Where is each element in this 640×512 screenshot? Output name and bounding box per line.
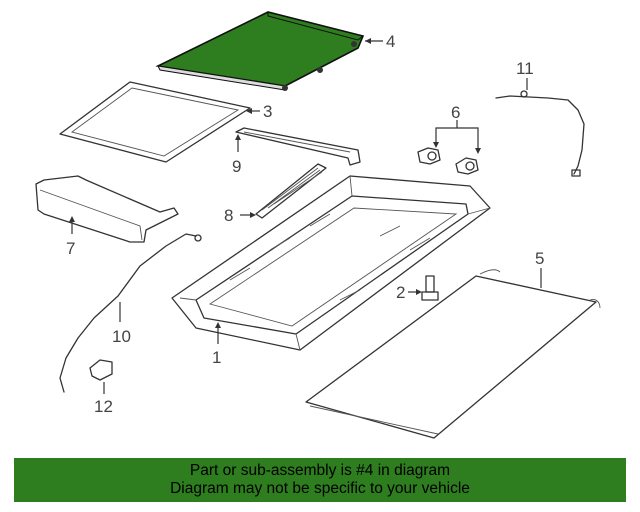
callout-7: 7 — [66, 239, 75, 258]
callout-11: 11 — [516, 59, 534, 78]
banner-line-2: Diagram may not be specific to your vehi… — [170, 480, 470, 497]
callout-4: 4 — [386, 32, 395, 51]
part-10-drain-tube[interactable] — [59, 233, 202, 393]
part-11-wiring-harness[interactable] — [495, 90, 585, 177]
callout-9: 9 — [232, 157, 241, 176]
part-1-sunroof-frame[interactable] — [171, 175, 491, 351]
callout-12: 12 — [94, 397, 113, 416]
part-3-panel-frame[interactable] — [59, 81, 251, 163]
callout-10: 10 — [112, 327, 131, 346]
callout-5: 5 — [535, 249, 544, 268]
callout-8: 8 — [224, 206, 233, 225]
part-6-drain-fittings[interactable] — [417, 147, 479, 175]
part-8-drain-trough[interactable] — [255, 163, 327, 219]
callout-6: 6 — [451, 103, 460, 122]
part-9-wind-deflector[interactable] — [235, 127, 361, 166]
banner-line-1: Part or sub-assembly is #4 in diagram — [189, 462, 451, 479]
part-7-front-trim[interactable] — [35, 175, 179, 243]
callout-2: 2 — [396, 283, 405, 302]
part-5-sunshade[interactable] — [305, 269, 601, 439]
callout-1: 1 — [212, 348, 221, 367]
parts-diagram: 4 3 9 8 7 1 — [35, 11, 601, 439]
part-4-glass-panel[interactable] — [155, 11, 365, 91]
callout-3: 3 — [263, 102, 272, 121]
info-banner: Part or sub-assembly is #4 in diagram Di… — [14, 458, 626, 502]
part-12-clip[interactable] — [89, 359, 113, 381]
part-2-bolt[interactable] — [421, 275, 439, 301]
